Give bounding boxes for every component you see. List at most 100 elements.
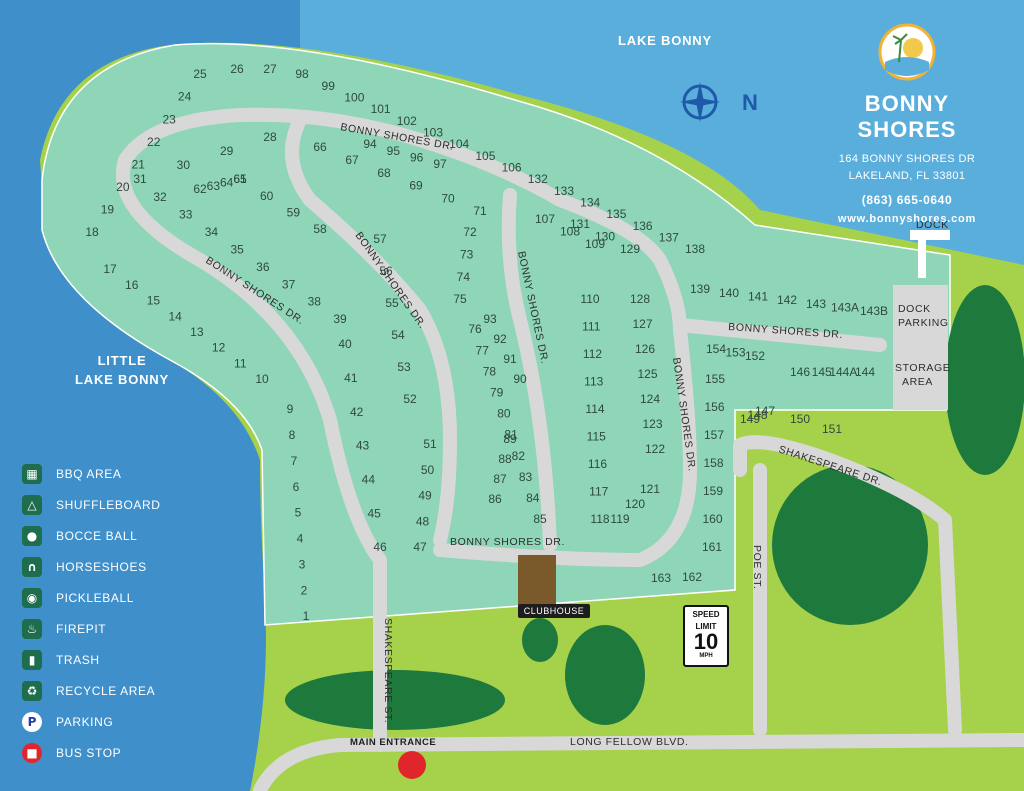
lot-number: 87 — [493, 472, 507, 486]
dock — [910, 230, 950, 240]
lot-number: 115 — [587, 430, 606, 444]
lot-number: 116 — [588, 457, 607, 471]
lot-number: 138 — [685, 242, 705, 256]
lot-number: 132 — [528, 172, 548, 186]
lot-number: 77 — [476, 343, 490, 357]
lot-number: 122 — [645, 442, 665, 456]
lot-number: 28 — [263, 130, 277, 144]
lot-number: 94 — [363, 137, 377, 151]
lot-number: 72 — [463, 225, 477, 239]
lot-number: 16 — [125, 278, 139, 292]
clubhouse-building — [518, 555, 556, 605]
brand-address-line1: 164 BONNY SHORES DR — [838, 153, 976, 165]
lot-number: 112 — [583, 347, 602, 361]
lot-number: 84 — [526, 491, 540, 505]
lot-number: 18 — [85, 225, 99, 239]
lot-number: 49 — [418, 489, 432, 503]
lot-number: 108 — [560, 225, 580, 239]
legend-item: ▦BBQ AREA — [22, 458, 161, 489]
lot-number: 26 — [230, 62, 244, 76]
lot-number: 44 — [362, 473, 376, 487]
lot-number: 126 — [635, 342, 655, 356]
lot-number: 163 — [651, 571, 671, 585]
lot-number: 69 — [409, 179, 423, 193]
lot-number: 96 — [410, 151, 424, 165]
lot-number: 105 — [475, 149, 495, 163]
lot-number: 80 — [497, 407, 511, 421]
lot-number: 93 — [483, 312, 497, 326]
lot-number: 129 — [620, 242, 640, 256]
lot-number: 109 — [585, 237, 605, 251]
lot-number: 74 — [457, 270, 471, 284]
legend-label: PICKLEBALL — [56, 590, 135, 605]
lot-numbers: 1234567891011121314151617181920212223242… — [85, 62, 888, 623]
road-label: POE ST. — [751, 545, 763, 589]
lot-number: 106 — [502, 161, 522, 175]
lot-number: 104 — [449, 137, 469, 151]
lot-number: 60 — [260, 189, 274, 203]
legend-item: ▮ TRASH — [22, 644, 161, 675]
lot-number: 100 — [344, 91, 364, 105]
legend: ▦BBQ AREA△SHUFFLEBOARD●BOCCE BALL∩HORSES… — [22, 458, 161, 768]
lot-number: 151 — [822, 422, 842, 436]
lot-number: 101 — [371, 102, 391, 116]
lot-number: 111 — [582, 320, 601, 334]
lot-number: 57 — [373, 232, 387, 246]
trash-icon: ▮ — [22, 649, 42, 670]
lot-number: 133 — [554, 184, 574, 198]
lot-number: 48 — [416, 514, 430, 528]
legend-label: BUS STOP — [56, 745, 122, 760]
lot-number: 123 — [642, 417, 662, 431]
dock-parking-label: PARKING — [898, 317, 949, 329]
lot-number: 159 — [703, 484, 723, 498]
lot-number: 61 — [233, 172, 247, 186]
lot-number: 38 — [308, 295, 322, 309]
lot-number: 131 — [570, 217, 590, 231]
lot-number: 102 — [397, 114, 417, 128]
lot-number: 53 — [397, 360, 411, 374]
tree-cluster — [565, 625, 645, 725]
dock-label: DOCK — [916, 219, 949, 231]
lot-number: 24 — [178, 90, 192, 104]
lot-number: 88 — [498, 452, 512, 466]
lot-number: 113 — [584, 375, 603, 389]
legend-label: HORSESHOES — [56, 559, 147, 574]
lot-number: 32 — [153, 190, 167, 204]
lot-number: 71 — [473, 204, 487, 218]
lot-number: 142 — [777, 293, 797, 307]
lot-number: 145 — [812, 365, 832, 379]
main-entrance-label: MAIN ENTRANCE — [350, 737, 437, 748]
lot-number: 11 — [234, 356, 247, 370]
lot-number: 81 — [504, 428, 518, 442]
lot-number: 144A — [829, 365, 857, 379]
lot-number: 25 — [193, 67, 207, 81]
lot-number: 5 — [295, 506, 302, 520]
little-lake-label-line1: LITTLE — [98, 353, 147, 368]
lot-number: 42 — [350, 405, 364, 419]
lot-number: 125 — [637, 367, 657, 381]
lot-number: 128 — [630, 292, 650, 306]
legend-item: △SHUFFLEBOARD — [22, 489, 161, 520]
lot-number: 59 — [287, 206, 301, 220]
lot-number: 10 — [255, 372, 269, 386]
lot-number: 52 — [403, 392, 417, 406]
legend-label: TRASH — [56, 652, 100, 667]
lot-number: 73 — [460, 248, 474, 262]
lot-number: 91 — [503, 352, 517, 366]
lot-number: 64 — [220, 176, 234, 190]
tree-cluster — [772, 465, 928, 625]
brand-address-line2: LAKELAND, FL 33801 — [848, 170, 966, 182]
lot-number: 46 — [373, 540, 387, 554]
lot-number: 1 — [303, 609, 310, 623]
lot-number: 12 — [212, 341, 226, 355]
lot-number: 144 — [855, 365, 875, 379]
lake-bonny-label: LAKE BONNY — [618, 33, 712, 48]
lot-number: 83 — [519, 470, 533, 484]
lot-number: 160 — [702, 512, 722, 526]
lot-number: 117 — [589, 485, 608, 499]
legend-label: BOCCE BALL — [56, 528, 138, 543]
lot-number: 51 — [423, 437, 437, 451]
lot-number: 21 — [132, 157, 146, 171]
lot-number: 67 — [345, 153, 359, 167]
lot-number: 13 — [190, 325, 204, 339]
